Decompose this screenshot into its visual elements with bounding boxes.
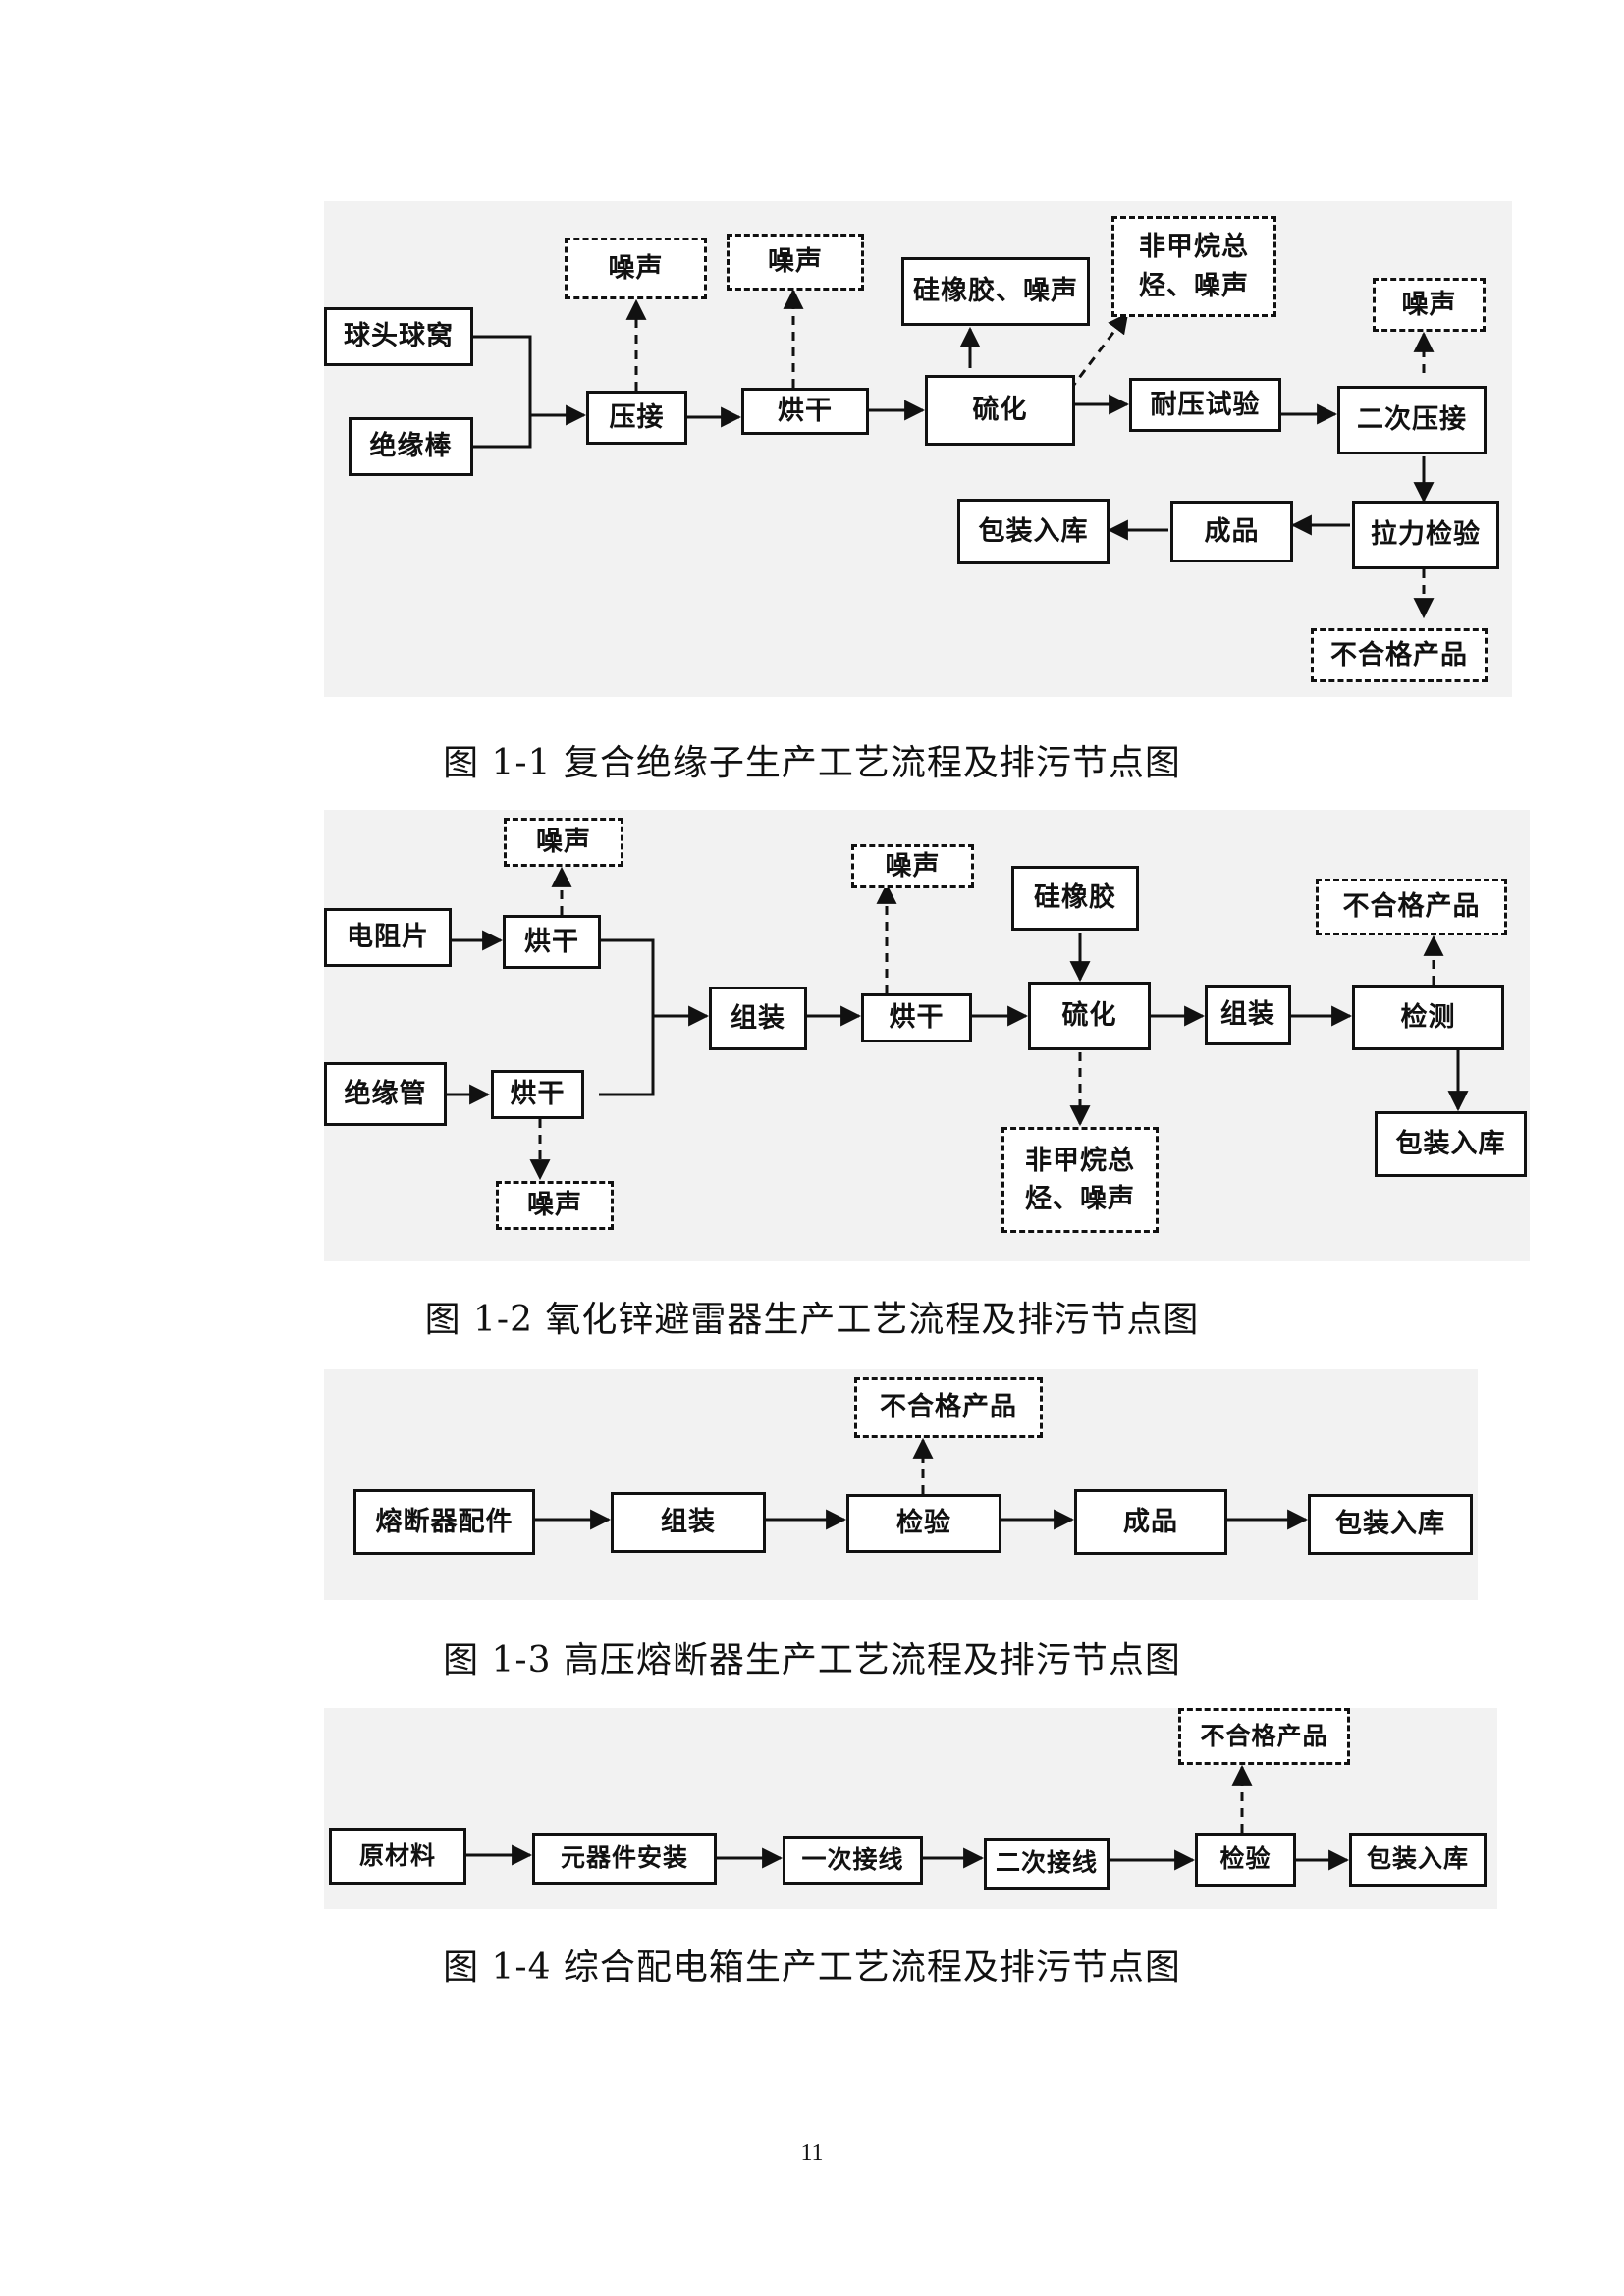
inspection-box: 检验 — [1195, 1833, 1296, 1887]
packaging-storage-box: 包装入库 — [1349, 1833, 1487, 1887]
rejected-product-box: 不合格产品 — [1311, 628, 1488, 682]
assembly-box: 组装 — [709, 987, 807, 1050]
voltage-test-box: 耐压试验 — [1129, 378, 1281, 432]
page-number: 11 — [800, 2140, 824, 2165]
nmhc-noise-box: 非甲烷总 烃、噪声 — [1111, 216, 1276, 317]
packaging-storage-box: 包装入库 — [1308, 1494, 1473, 1555]
insulating-rod-box: 绝缘棒 — [349, 417, 473, 476]
noise-emission-box: 噪声 — [565, 238, 707, 299]
curing-box: 硫化 — [925, 375, 1075, 446]
rejected-product-box: 不合格产品 — [854, 1377, 1043, 1438]
packaging-storage-box: 包装入库 — [957, 499, 1110, 564]
rejected-product-box: 不合格产品 — [1316, 879, 1507, 935]
curing-box: 硫化 — [1028, 982, 1151, 1050]
packaging-storage-box: 包装入库 — [1375, 1111, 1527, 1177]
drying-box: 烘干 — [861, 993, 972, 1042]
crimping-box: 压接 — [586, 391, 687, 445]
silicone-rubber-noise-box: 硅橡胶、噪声 — [901, 257, 1090, 326]
primary-wiring-box: 一次接线 — [783, 1836, 923, 1885]
noise-emission-box: 噪声 — [727, 234, 864, 291]
figure-1-2-caption: 图 1-2 氧化锌避雷器生产工艺流程及排污节点图 — [424, 1300, 1200, 1340]
nmhc-line-1: 非甲烷总 — [1139, 232, 1249, 263]
resistor-disc-box: 电阻片 — [324, 908, 452, 967]
nmhc-line-2: 烃、噪声 — [1139, 270, 1249, 301]
nmhc-line-1: 非甲烷总 — [1025, 1145, 1135, 1176]
insulating-tube-box: 绝缘管 — [324, 1062, 447, 1126]
drying-box: 烘干 — [503, 915, 601, 969]
secondary-crimping-box: 二次压接 — [1337, 386, 1487, 454]
nmhc-noise-box: 非甲烷总 烃、噪声 — [1001, 1127, 1159, 1233]
noise-emission-box: 噪声 — [851, 844, 974, 888]
drying-box: 烘干 — [741, 388, 869, 435]
rejected-product-box: 不合格产品 — [1178, 1708, 1350, 1765]
secondary-wiring-box: 二次接线 — [984, 1838, 1110, 1890]
figure-1-4-caption: 图 1-4 综合配电箱生产工艺流程及排污节点图 — [443, 1948, 1181, 1988]
silicone-rubber-box: 硅橡胶 — [1011, 866, 1139, 931]
drying-box: 烘干 — [491, 1070, 584, 1119]
raw-material-box: 原材料 — [329, 1828, 466, 1885]
ball-socket-box: 球头球窝 — [324, 307, 473, 366]
tensile-test-box: 拉力检验 — [1352, 501, 1499, 569]
assembly-box: 组装 — [611, 1492, 766, 1553]
inspection-box: 检验 — [846, 1494, 1001, 1553]
finished-product-box: 成品 — [1074, 1489, 1227, 1555]
noise-emission-box: 噪声 — [1373, 278, 1486, 332]
figure-1-3-caption: 图 1-3 高压熔断器生产工艺流程及排污节点图 — [443, 1640, 1181, 1681]
finished-product-box: 成品 — [1170, 501, 1293, 562]
component-install-box: 元器件安装 — [532, 1833, 717, 1885]
assembly-box: 组装 — [1205, 985, 1291, 1045]
noise-emission-box: 噪声 — [496, 1181, 614, 1230]
noise-emission-box: 噪声 — [504, 818, 623, 867]
figure-1-1-caption: 图 1-1 复合绝缘子生产工艺流程及排污节点图 — [443, 743, 1181, 783]
inspection-box: 检测 — [1352, 985, 1504, 1050]
fuse-parts-box: 熔断器配件 — [353, 1489, 535, 1555]
nmhc-line-2: 烃、噪声 — [1025, 1184, 1135, 1214]
